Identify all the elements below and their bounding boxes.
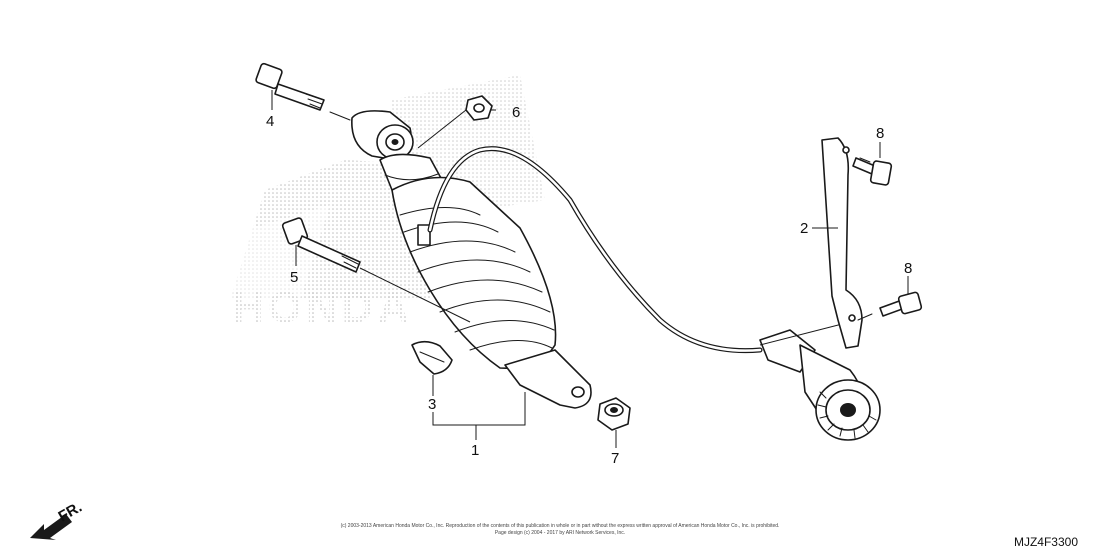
callout-2[interactable]: 2	[800, 220, 808, 237]
front-direction-arrow: FR.	[30, 499, 85, 540]
lower-nut[interactable]	[597, 397, 631, 431]
callout-3[interactable]: 3	[428, 396, 436, 413]
preload-adjuster[interactable]	[759, 321, 881, 441]
callout-6[interactable]: 6	[512, 104, 520, 121]
callout-7[interactable]: 7	[611, 450, 619, 467]
callout-5[interactable]: 5	[290, 269, 298, 286]
bracket-bolt-lower[interactable]	[857, 291, 923, 321]
clip[interactable]	[411, 340, 453, 375]
bracket-bolt-upper[interactable]	[852, 157, 893, 186]
upper-bolt[interactable]	[255, 62, 351, 121]
callout-1[interactable]: 1	[471, 442, 479, 459]
lower-bolt[interactable]	[281, 217, 471, 323]
watermark-text: HONDA	[232, 283, 413, 332]
adjuster-hose	[427, 146, 763, 354]
callout-8-lower[interactable]: 8	[904, 260, 912, 277]
callout-4[interactable]: 4	[266, 113, 274, 130]
diagram-code: MJZ4F3300	[1014, 535, 1078, 549]
leader-lines	[271, 90, 909, 448]
callout-8-upper[interactable]: 8	[876, 125, 884, 142]
honda-watermark: HONDA	[230, 75, 545, 332]
copyright-line-1: (c) 2003-2013 American Honda Motor Co., …	[341, 523, 780, 529]
upper-nut[interactable]	[417, 95, 493, 149]
copyright-line-2: Page design (c) 2004 - 2017 by ARI Netwo…	[495, 530, 625, 536]
bracket[interactable]	[821, 137, 871, 349]
